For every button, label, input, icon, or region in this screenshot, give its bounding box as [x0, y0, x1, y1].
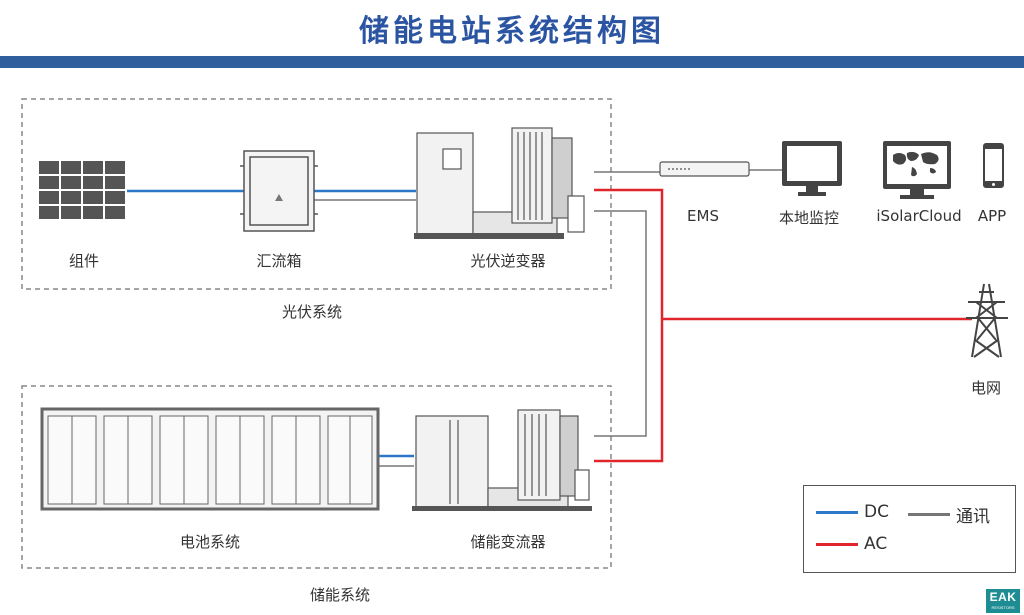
ems-device-icon — [659, 161, 750, 177]
transmission-tower-icon — [966, 283, 1008, 358]
component-label-combiner-box: 汇流箱 — [256, 252, 302, 270]
battery-rack-icon — [40, 407, 380, 511]
smartphone-icon — [983, 143, 1004, 188]
legend-swatch-comm — [908, 513, 950, 516]
legend-label-ac: AC — [864, 534, 888, 554]
legend-item-comm: 通讯 — [908, 502, 990, 527]
logo-subtext: RESISTORS — [991, 605, 1015, 610]
legend: DC 通讯 AC — [803, 485, 1016, 573]
storage-system-label: 储能系统 — [309, 586, 371, 604]
monitor-icon — [782, 141, 842, 196]
combiner-box-icon — [240, 150, 318, 232]
ac-lines — [594, 188, 972, 463]
title-bar — [0, 56, 1024, 68]
legend-item-dc: DC — [816, 502, 889, 522]
monitor-label-local: 本地监控 — [778, 209, 840, 227]
component-label-battery-system: 电池系统 — [179, 533, 241, 551]
component-label-pv-inverter: 光伏逆变器 — [470, 252, 546, 270]
eak-logo: EAK RESISTORS — [986, 589, 1020, 613]
logo-text: EAK — [989, 590, 1017, 604]
page-title: 储能电站系统结构图 — [359, 14, 665, 49]
storage-system-box — [21, 385, 612, 569]
pv-system-box — [21, 98, 612, 290]
legend-label-dc: DC — [864, 502, 889, 522]
monitor-label-ems: EMS — [687, 207, 719, 225]
component-label-pcs: 储能变流器 — [470, 533, 546, 551]
legend-swatch-ac — [816, 542, 858, 546]
pcs-icon — [412, 409, 592, 511]
legend-swatch-dc — [816, 510, 858, 514]
legend-item-ac: AC — [816, 534, 887, 554]
pv-system-label: 光伏系统 — [281, 303, 343, 321]
grid-label: 电网 — [970, 379, 1002, 397]
legend-label-comm: 通讯 — [956, 507, 990, 527]
world-map-screen-icon — [883, 141, 951, 199]
monitor-label-isolarcloud: iSolarCloud — [876, 207, 962, 225]
dc-pair-lines — [314, 199, 416, 467]
pv-inverter-icon — [414, 127, 585, 239]
solar-panel-icon — [37, 159, 127, 221]
component-label-modules: 组件 — [68, 252, 100, 270]
dc-lines — [126, 189, 416, 458]
comm-lines — [594, 169, 782, 437]
monitor-label-app: APP — [977, 207, 1007, 225]
